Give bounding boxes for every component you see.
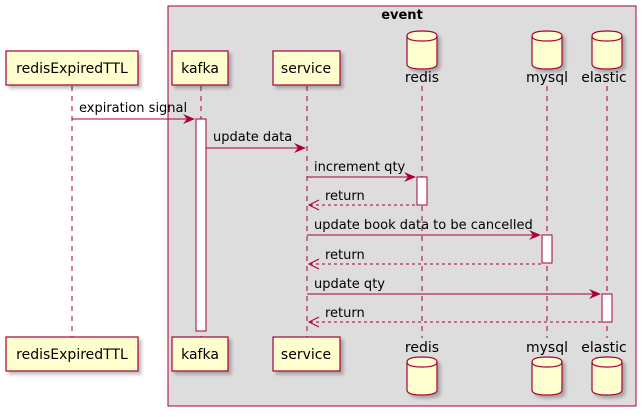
group-title: event (381, 8, 423, 23)
participant-label: redisExpiredTTL (16, 61, 128, 77)
open-arrowhead-icon (307, 258, 320, 270)
database-mysql-bottom: mysql (526, 340, 568, 396)
message-label: return (325, 306, 365, 321)
participant-kafka: kafka (171, 50, 229, 86)
database-label: elastic (581, 340, 626, 356)
activations (195, 118, 613, 332)
message-label: increment qty (314, 160, 406, 175)
message-label: update data (213, 130, 292, 145)
participant-label: redisExpiredTTL (16, 347, 128, 363)
participant-redisExpiredTTL: redisExpiredTTL (5, 50, 139, 86)
participant-label: service (281, 61, 331, 77)
participant-label: service (281, 347, 331, 363)
arrowhead-icon (404, 172, 416, 182)
open-arrowhead-icon (307, 316, 320, 328)
arrowhead-icon (183, 114, 195, 124)
message-label: expiration signal (79, 101, 187, 116)
message-5: update book data to be cancelled (307, 218, 541, 240)
message-7: update qty (307, 277, 601, 299)
participant-service: service (272, 50, 341, 86)
database-label: mysql (526, 70, 568, 86)
activation-kafka (195, 118, 207, 332)
open-arrowhead-icon (307, 199, 320, 211)
message-label: return (325, 189, 365, 204)
activation-mysql (541, 234, 553, 264)
message-label: update book data to be cancelled (314, 218, 533, 233)
message-3: increment qty (307, 160, 416, 182)
database-elastic: elastic (581, 30, 627, 86)
database-mysql: mysql (526, 30, 568, 86)
message-1: expiration signal (72, 101, 195, 124)
database-elastic-bottom: elastic (581, 340, 627, 396)
participant-redisExpiredTTL-bottom: redisExpiredTTL (5, 336, 139, 372)
database-label: redis (405, 340, 439, 356)
participant-service-bottom: service (272, 336, 341, 372)
message-2: update data (206, 130, 306, 153)
message-label: return (325, 248, 365, 263)
message-6: return (307, 248, 542, 270)
activation-elastic (601, 293, 613, 323)
participants-bottom: redisExpiredTTL kafka service redis mysq… (5, 336, 627, 396)
participant-label: kafka (181, 347, 219, 363)
message-4: return (307, 189, 417, 211)
database-redis: redis (405, 30, 439, 86)
participant-label: kafka (181, 61, 219, 77)
message-label: update qty (314, 277, 385, 292)
messages: expiration signal update data increment … (72, 101, 602, 328)
database-redis-bottom: redis (405, 340, 439, 396)
database-label: elastic (581, 70, 626, 86)
database-label: redis (405, 70, 439, 86)
participants-top: redisExpiredTTL kafka service redis mysq… (5, 30, 627, 86)
event-group: event (167, 5, 637, 407)
activation-redis (416, 176, 428, 206)
arrowhead-icon (529, 230, 541, 240)
database-label: mysql (526, 340, 568, 356)
arrowhead-icon (589, 289, 601, 299)
participant-kafka-bottom: kafka (171, 336, 229, 372)
arrowhead-icon (294, 143, 306, 153)
message-8: return (307, 306, 602, 328)
